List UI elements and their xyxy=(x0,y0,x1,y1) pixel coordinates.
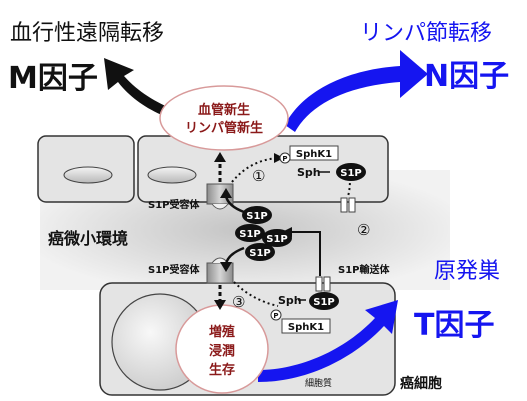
dotted-arrow-top xyxy=(231,157,279,183)
s1p-molecule-2 xyxy=(235,224,265,242)
angiogenesis-oval xyxy=(159,85,289,151)
arrow-to-n-factor xyxy=(285,50,428,132)
heading-hematogenous-metastasis: 血行性遠隔転移 xyxy=(10,21,164,46)
signal-arrow-up-head xyxy=(214,152,226,162)
transporter-label: S1P輸送体 xyxy=(338,263,390,276)
s1p-molecule-1 xyxy=(242,206,272,224)
s1p-molecule-4 xyxy=(245,243,275,261)
proliferation-label: 増殖 xyxy=(209,324,235,340)
s1p-text-4: S1P xyxy=(249,248,271,259)
s1p-text-bottom: S1P xyxy=(313,297,335,308)
heading-lymphatic-metastasis: リンパ節転移 xyxy=(360,21,492,46)
s1p-text-top: S1P xyxy=(340,168,362,179)
s1p-molecule-top xyxy=(336,163,366,181)
s1p-molecule-3 xyxy=(262,229,292,247)
nucleus-right xyxy=(147,166,197,184)
s1p-transporter-top xyxy=(340,197,356,213)
m-factor-label: M因子 xyxy=(8,61,98,96)
step-2: ② xyxy=(357,221,370,239)
cytoplasm-label: 細胞質 xyxy=(305,377,332,389)
s1p-text-2: S1P xyxy=(239,229,261,240)
angiogenesis-label: 血管新生 xyxy=(198,102,250,118)
phosphate-mark-bottom xyxy=(270,309,282,321)
invasion-label: 浸潤 xyxy=(209,343,235,359)
curve-arrow-top-head xyxy=(220,188,232,198)
s1p-transporter-bottom xyxy=(315,276,331,292)
microenvironment-label: 癌微小環境 xyxy=(48,229,128,248)
sph-label-bottom: Sph xyxy=(278,294,302,307)
nucleus-left xyxy=(63,166,113,184)
cancer-cell-label: 癌細胞 xyxy=(400,375,442,392)
arrow-to-m-factor xyxy=(104,58,180,120)
signal-arrow-down-head xyxy=(214,300,226,310)
sphk1-box-bottom xyxy=(281,318,331,334)
phosphate-mark-top xyxy=(279,152,291,164)
curve-arrow-bottom-head xyxy=(220,262,232,272)
p-mark-bottom: P xyxy=(273,312,278,320)
dotted-arrow-top-head xyxy=(274,153,284,163)
sphk1-box-top xyxy=(289,145,339,161)
survival-label: 生存 xyxy=(209,362,235,378)
s1p-text-3: S1P xyxy=(266,234,288,245)
lymphangiogenesis-label: リンパ管新生 xyxy=(185,120,263,136)
dotted-arrow-bottom xyxy=(233,281,279,307)
arrow-to-t-factor xyxy=(258,300,398,382)
sph-label-top: Sph xyxy=(297,166,321,179)
s1p-text-1: S1P xyxy=(246,211,268,222)
step-3: ③ xyxy=(232,293,245,311)
sphk1-label-top: SphK1 xyxy=(296,149,332,160)
sphk1-label-bottom: SphK1 xyxy=(288,322,324,333)
receptor-label-top: S1P受容体 xyxy=(148,198,200,211)
n-factor-label: N因子 xyxy=(424,59,509,94)
receptor-label-bottom: S1P受容体 xyxy=(148,263,200,276)
s1p-molecule-bottom xyxy=(309,292,339,310)
heading-primary-tumor: 原発巣 xyxy=(434,259,500,284)
export-arrow xyxy=(290,231,321,276)
step-1: ① xyxy=(252,167,265,185)
p-mark-top: P xyxy=(282,155,287,163)
t-factor-label: T因子 xyxy=(414,308,494,343)
